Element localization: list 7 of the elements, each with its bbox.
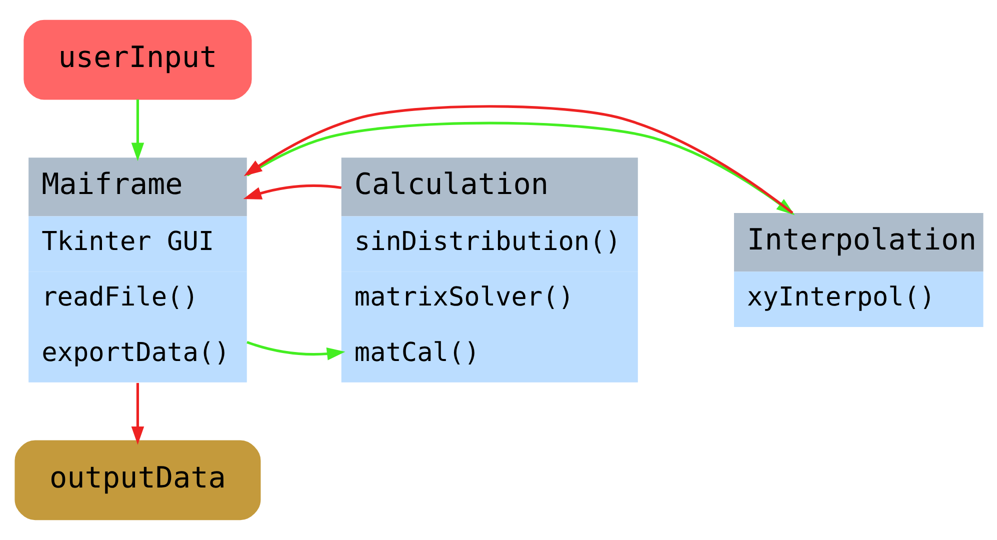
arrow (242, 184, 341, 200)
node-box: userInput (23, 20, 252, 100)
node-box: outputData (14, 440, 260, 520)
arrow (246, 340, 345, 360)
arrow (130, 99, 144, 162)
arrow (130, 382, 144, 445)
arrow (243, 105, 793, 214)
